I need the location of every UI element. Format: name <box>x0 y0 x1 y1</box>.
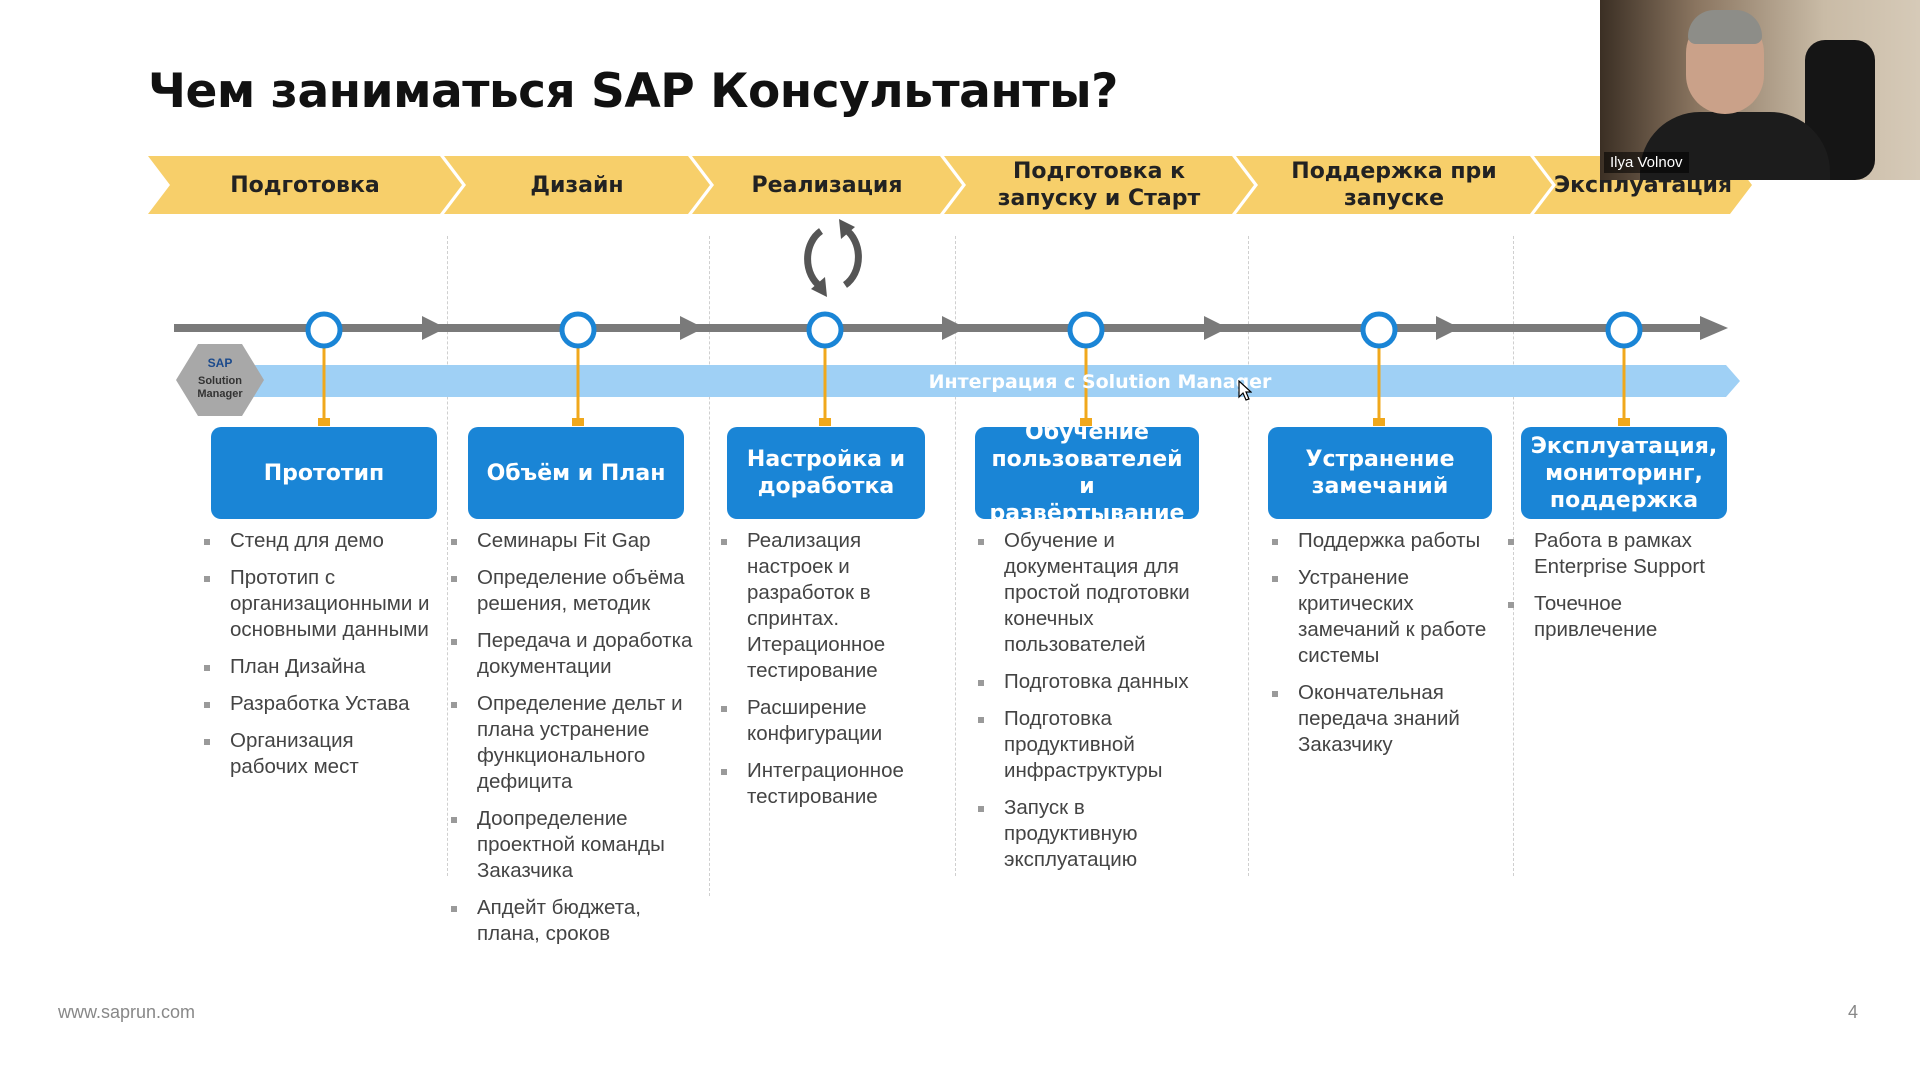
timeline-arrow <box>942 316 966 340</box>
participant-hair <box>1688 10 1762 44</box>
list-item: Обучение и документация для простой подг… <box>977 528 1209 658</box>
list-item: Запуск в продуктивную эксплуатацию <box>977 795 1209 873</box>
connector-dot <box>1373 418 1385 426</box>
column-divider <box>1513 236 1514 876</box>
list-item: Поддержка работы <box>1271 528 1503 554</box>
list-item: Доопределение проектной команды Заказчик… <box>450 806 706 884</box>
slide-title: Чем заниматься SAP Консультанты? <box>148 64 1118 119</box>
phase-chevron-3 <box>692 156 962 214</box>
list-item: Точечное привлечение <box>1507 591 1735 643</box>
connector-dot <box>1618 418 1630 426</box>
list-item: Расширение конфигурации <box>720 695 942 747</box>
list-item: Семинары Fit Gap <box>450 528 706 554</box>
column-list-operations: Работа в рамках Enterprise Support Точеч… <box>1507 528 1735 654</box>
sap-logo-text: SAP <box>207 356 233 370</box>
activity-box-scope-plan: Объём и План <box>468 427 684 519</box>
list-item: Подготовка данных <box>977 669 1209 695</box>
timeline-arrow <box>1436 316 1460 340</box>
column-divider <box>1248 236 1249 876</box>
webcam-video-tile[interactable]: Ilya Volnov <box>1600 0 1920 180</box>
column-list-scope-plan: Семинары Fit Gap Определение объёма реше… <box>450 528 706 958</box>
list-item: Устранение критических замечаний к работ… <box>1271 565 1503 669</box>
participant-name-label: Ilya Volnov <box>1604 152 1689 173</box>
footer-url: www.saprun.com <box>58 1002 196 1022</box>
page-number: 4 <box>1848 1002 1859 1022</box>
mouse-cursor-icon <box>1238 380 1252 401</box>
column-divider <box>709 236 710 896</box>
column-list-training-deployment: Обучение и документация для простой подг… <box>977 528 1209 884</box>
iteration-cycle-icon <box>804 219 862 297</box>
list-item: Окончательная передача знаний Заказчику <box>1271 680 1503 758</box>
milestone-circle <box>806 311 844 349</box>
column-list-prototype: Стенд для демо Прототип с организационны… <box>203 528 435 791</box>
connector-dot <box>572 418 584 426</box>
milestone-circle <box>559 311 597 349</box>
column-list-configuration: Реализация настроек и разработок в сприн… <box>720 528 942 821</box>
connector-dot <box>819 418 831 426</box>
phase-label-2: Дизайн <box>530 172 624 198</box>
integration-label: Интеграция с Solution Manager <box>928 371 1272 393</box>
timeline-arrow <box>1700 316 1728 340</box>
list-item: Прототип с организационными и основными … <box>203 565 435 643</box>
phase-label-4: Подготовка к запуску и Старт <box>997 159 1201 211</box>
activity-box-configuration: Настройка и доработка <box>727 427 925 519</box>
milestone-circle <box>1360 311 1398 349</box>
timeline-arrow <box>1204 316 1228 340</box>
milestone-circle <box>305 311 343 349</box>
column-divider <box>447 236 448 876</box>
list-item: Реализация настроек и разработок в сприн… <box>720 528 942 684</box>
activity-box-prototype: Прототип <box>211 427 437 519</box>
milestone-circle <box>1605 311 1643 349</box>
list-item: Определение дельт и плана устранение фун… <box>450 691 706 795</box>
activity-box-operations: Эксплуатация, мониторинг, поддержка <box>1521 427 1727 519</box>
list-item: Организация рабочих мест <box>203 728 435 780</box>
solution-manager-logo: SAP Solution Manager <box>176 342 264 418</box>
timeline-line <box>174 324 1704 332</box>
phase-band <box>0 156 1920 214</box>
list-item: Стенд для демо <box>203 528 435 554</box>
activity-box-training-deployment: Обучение пользователей и развёртывание <box>975 420 1199 526</box>
phase-chevron-2 <box>444 156 710 214</box>
solution-manager-logo-text: Solution Manager <box>197 375 243 400</box>
phase-label-3: Реализация <box>751 172 903 198</box>
list-item: План Дизайна <box>203 654 435 680</box>
list-item: Передача и доработка документации <box>450 628 706 680</box>
list-item: Разработка Устава <box>203 691 435 717</box>
list-item: Апдейт бюджета, плана, сроков <box>450 895 706 947</box>
column-list-issue-resolution: Поддержка работы Устранение критических … <box>1271 528 1503 769</box>
timeline-arrow <box>680 316 704 340</box>
phase-label-5: Поддержка при запуске <box>1291 159 1497 211</box>
phase-chevron-4 <box>944 156 1254 214</box>
phase-label-1: Подготовка <box>230 172 380 198</box>
timeline-arrow <box>422 316 446 340</box>
activity-box-issue-resolution: Устранение замечаний <box>1268 427 1492 519</box>
column-divider <box>955 236 956 876</box>
list-item: Подготовка продуктивной инфраструктуры <box>977 706 1209 784</box>
phase-chevron-5 <box>1236 156 1552 214</box>
connector-dot <box>318 418 330 426</box>
milestone-circle <box>1067 311 1105 349</box>
list-item: Работа в рамках Enterprise Support <box>1507 528 1735 580</box>
phase-chevron-1 <box>148 156 462 214</box>
list-item: Интеграционное тестирование <box>720 758 942 810</box>
list-item: Определение объёма решения, методик <box>450 565 706 617</box>
